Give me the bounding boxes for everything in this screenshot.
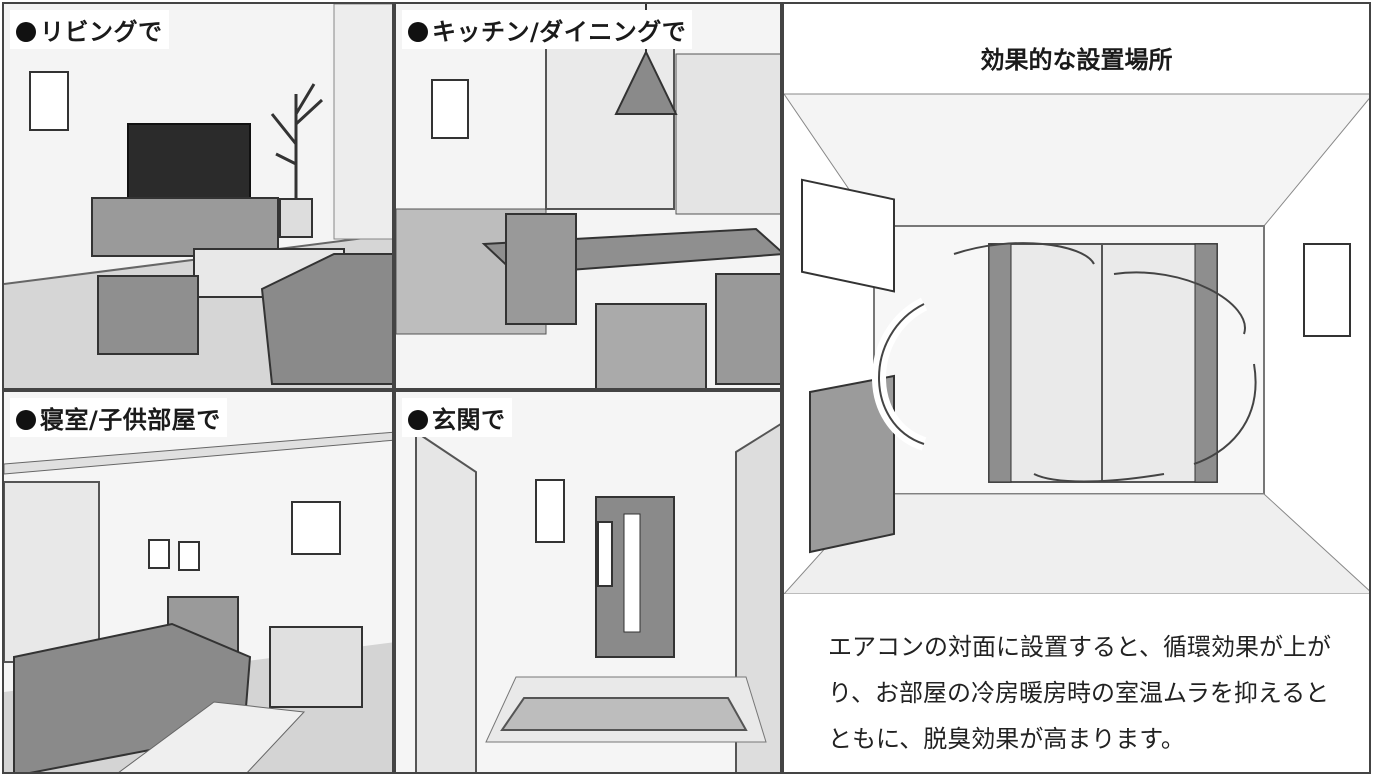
ottoman: [97, 275, 199, 355]
chest-of-drawers: [809, 374, 895, 554]
bullet-icon: [408, 410, 428, 430]
airflow-arrow: [1113, 271, 1246, 335]
panel-diagram: 効果的な設置場所 エアコンの対面に設置すると、循環効果が上がり、お部屋の冷房暖房…: [782, 2, 1371, 774]
diagram-description: エアコンの対面に設置すると、循環効果が上がり、お部屋の冷房暖房時の室温ムラを抑え…: [828, 633, 1332, 753]
airflow-arrow: [953, 242, 1095, 265]
bedroom-illustration: [4, 392, 392, 772]
air-purifier-device: [1303, 243, 1351, 337]
dining-chair: [595, 303, 707, 388]
picture-frame: [148, 539, 170, 569]
pendant-lamp: [614, 49, 678, 115]
room-diagram: [784, 93, 1369, 594]
bullet-icon: [16, 410, 36, 430]
kitchen-illustration: [396, 4, 780, 388]
panel-bedroom-label: 寝室/子供部屋で: [10, 398, 227, 437]
airflow-arrow: [878, 303, 925, 445]
dining-chair: [715, 273, 780, 385]
panel-entrance-label: 玄関で: [402, 398, 512, 437]
panel-kitchen-label: キッチン/ダイニングで: [402, 10, 693, 49]
side-wall: [415, 430, 477, 772]
rug: [118, 701, 306, 772]
panel-living: リビングで: [2, 2, 394, 390]
air-purifier-device: [535, 479, 565, 543]
tv-stand: [91, 197, 279, 257]
bullet-icon: [16, 22, 36, 42]
dining-chair: [505, 213, 577, 325]
window: [4, 481, 100, 663]
airflow-arrow: [1193, 363, 1257, 465]
plant: [270, 83, 324, 199]
panel-entrance: 玄関で: [394, 390, 782, 774]
picture-frame: [178, 541, 200, 571]
curtain-left: [988, 243, 1012, 483]
airflow-arrow: [1033, 473, 1165, 483]
diagram-heading: 効果的な設置場所: [980, 46, 1173, 74]
air-purifier-device: [29, 71, 69, 131]
air-purifier-device: [291, 501, 341, 555]
entrance-illustration: [396, 392, 780, 772]
panel-kitchen: キッチン/ダイニングで: [394, 2, 782, 390]
wall-mirror: [597, 521, 613, 587]
shelf: [269, 626, 363, 708]
bullet-icon: [408, 22, 428, 42]
panel-bedroom: 寝室/子供部屋で: [2, 390, 394, 774]
air-conditioner: [801, 178, 895, 293]
air-purifier-device: [431, 79, 469, 139]
curtain-right: [1194, 243, 1218, 483]
plant-pot: [279, 198, 313, 238]
sofa: [260, 253, 392, 385]
living-room-illustration: [4, 4, 392, 388]
door-mat: [500, 697, 748, 731]
panel-living-label: リビングで: [10, 10, 169, 49]
